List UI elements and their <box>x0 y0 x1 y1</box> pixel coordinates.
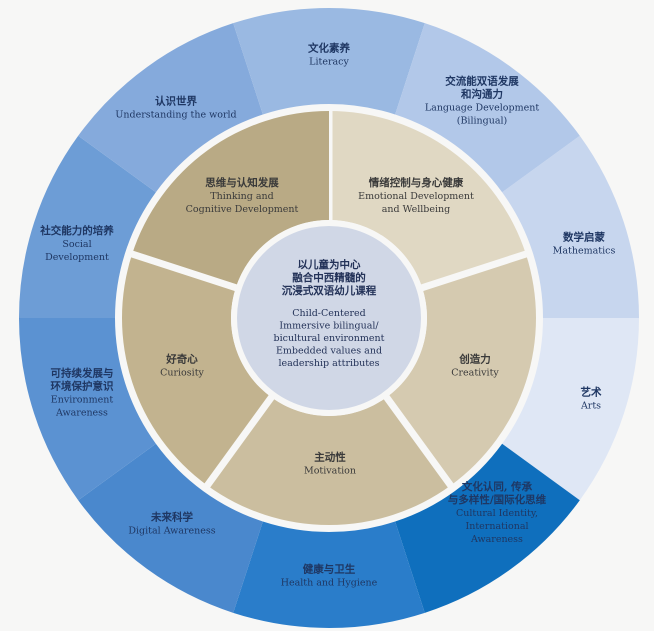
outer-segment <box>502 135 639 318</box>
outer-segment <box>395 23 580 193</box>
outer-segment-label: 健康与卫生 Health and Hygiene <box>281 563 378 589</box>
outer-ring <box>19 7 639 628</box>
inner-divider <box>381 391 455 490</box>
label-en: (Bilingual) <box>457 116 508 127</box>
label-en: Digital Awareness <box>128 526 215 537</box>
label-en: Cultural Identity, <box>456 508 538 519</box>
label-en: Thinking and <box>210 191 274 202</box>
label-en: Health and Hygiene <box>281 578 378 589</box>
label-en: International <box>465 521 528 532</box>
outer-segment <box>19 318 156 501</box>
inner-segment <box>132 111 329 288</box>
label-cn: 交流能双语发展 <box>445 75 519 88</box>
inner-segment-label: 主动性 Motivation <box>304 451 356 477</box>
label-en: and Wellbeing <box>382 204 451 215</box>
outer-segment <box>78 443 263 613</box>
inner-ring <box>121 109 536 525</box>
center-label-en: leadership attributes <box>278 358 379 369</box>
label-en: Understanding the world <box>115 110 236 121</box>
label-cn: 数学启蒙 <box>562 231 605 244</box>
label-cn: 认识世界 <box>155 95 197 108</box>
label-en: Environment <box>51 395 114 406</box>
inner-divider <box>203 391 277 490</box>
outer-segment-label: 艺术 Arts <box>580 386 602 412</box>
label-cn: 情绪控制与身心健康 <box>369 176 464 189</box>
inner-segment-label: 创造力 Creativity <box>451 353 499 379</box>
label-en: Social <box>62 239 91 250</box>
label-cn: 文化认同, 传承 <box>461 480 533 493</box>
center-label-cn: 以儿童为中心 <box>298 258 361 271</box>
center-label-en: Child-Centered <box>292 308 365 319</box>
outer-segment <box>233 521 425 628</box>
outer-segment-label: 认识世界 Understanding the world <box>115 95 236 121</box>
label-en: Mathematics <box>553 246 616 257</box>
inner-segment <box>121 254 272 486</box>
center-circle <box>237 226 421 410</box>
label-cn: 好奇心 <box>165 353 198 366</box>
outer-segment-label: 数学启蒙 Mathematics <box>553 231 616 257</box>
label-cn: 环境保护意识 <box>51 380 114 393</box>
label-en: Awareness <box>55 408 108 419</box>
label-en: Development <box>45 252 109 263</box>
inner-segment <box>207 397 451 525</box>
label-cn: 和沟通力 <box>460 88 503 101</box>
label-cn: 文化素养 <box>307 42 350 55</box>
label-cn: 与多样性/国际化思维 <box>448 493 547 506</box>
label-en: Cognitive Development <box>186 204 299 215</box>
inner-divider <box>129 250 241 293</box>
label-en: Curiosity <box>160 368 204 379</box>
center-label-cn: 沉浸式双语幼儿课程 <box>282 284 377 297</box>
label-en: Arts <box>580 401 601 412</box>
inner-divider <box>417 250 529 293</box>
inner-segment <box>329 111 526 288</box>
outer-segment <box>19 135 156 318</box>
outer-segment-label: 未来科学 Digital Awareness <box>128 511 215 537</box>
label-cn: 可持续发展与 <box>51 367 114 380</box>
outer-segment <box>502 318 639 501</box>
label-cn: 艺术 <box>581 386 602 399</box>
label-cn: 未来科学 <box>150 511 193 524</box>
center-label-en: Immersive bilingual/ <box>279 321 379 332</box>
label-cn: 创造力 <box>458 353 491 366</box>
center-label-en: Embedded values and <box>276 346 382 357</box>
inner-segment-label: 好奇心 Curiosity <box>160 353 204 379</box>
center-hub <box>231 220 427 416</box>
label-en: Creativity <box>451 368 499 379</box>
outer-segment <box>395 443 580 613</box>
label-en: Language Development <box>425 103 539 114</box>
label-cn: 思维与认知发展 <box>205 176 279 189</box>
label-en: Awareness <box>470 534 523 545</box>
outer-segment <box>78 23 263 193</box>
outer-segment <box>233 7 425 115</box>
label-cn: 主动性 <box>314 451 346 464</box>
label-en: Literacy <box>309 57 349 68</box>
label-cn: 社交能力的培养 <box>39 224 114 237</box>
outer-segment-label: 文化素养 Literacy <box>307 42 350 68</box>
center-label-cn: 融合中西精髓的 <box>292 271 366 284</box>
inner-segment-label: 情绪控制与身心健康 Emotional Development and Wellbe… <box>358 176 474 215</box>
label-cn: 健康与卫生 <box>303 563 356 576</box>
label-en: Motivation <box>304 466 356 477</box>
center-label-en: bicultural environment <box>274 333 385 344</box>
label-en: Emotional Development <box>358 191 474 202</box>
inner-segment <box>386 254 536 486</box>
